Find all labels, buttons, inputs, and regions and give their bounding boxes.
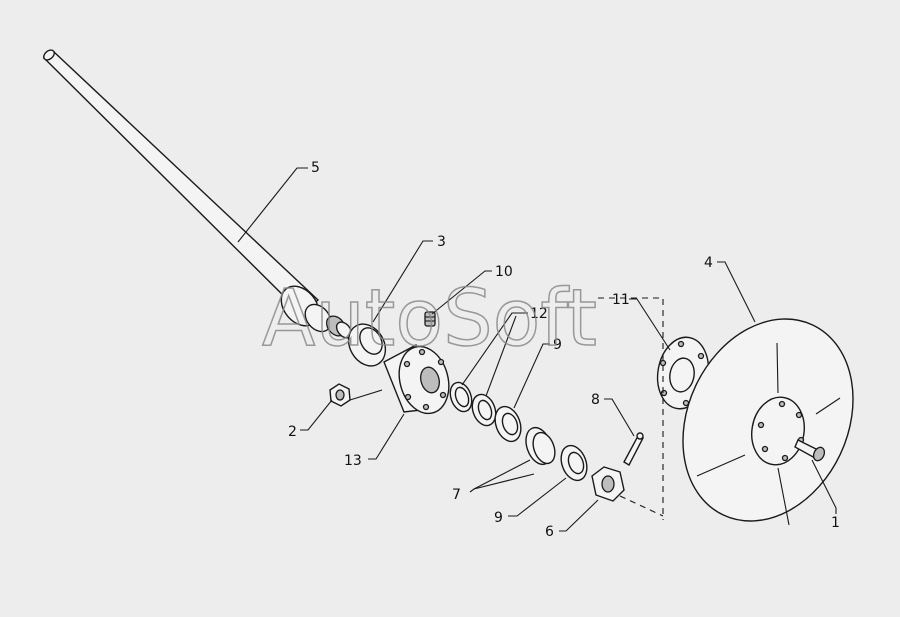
callout-8: 8 xyxy=(591,392,600,408)
leader-lines xyxy=(237,167,837,532)
callout-13: 13 xyxy=(344,453,362,469)
seal-ring xyxy=(347,323,387,367)
callout-3: 3 xyxy=(437,234,446,250)
disc-blade xyxy=(682,318,854,526)
callout-9-lower: 9 xyxy=(494,510,503,526)
bearing-race-ring xyxy=(449,381,497,427)
callout-2: 2 xyxy=(288,424,297,440)
wheel-hub xyxy=(383,343,450,415)
callout-4: 4 xyxy=(704,255,713,271)
assembly-centerline xyxy=(598,297,664,520)
centerline-lower xyxy=(619,495,664,517)
watermark-text: AutoSoft xyxy=(262,274,597,364)
cotter-pin xyxy=(623,432,644,466)
roller-bearing-inner xyxy=(494,405,522,443)
callout-10: 10 xyxy=(495,264,513,280)
callout-labels: 1 2 3 4 5 6 7 8 9 9 10 11 12 13 xyxy=(288,160,840,540)
callout-5: 5 xyxy=(311,160,320,176)
grease-fitting xyxy=(424,311,436,327)
hex-nut xyxy=(329,383,351,407)
callout-7: 7 xyxy=(452,487,461,503)
roller-bearing-outer xyxy=(560,444,588,482)
snap-rings xyxy=(525,426,556,466)
castle-nut xyxy=(591,466,625,502)
disc-bolt xyxy=(794,439,826,462)
callout-9-upper: 9 xyxy=(553,337,562,353)
callout-1: 1 xyxy=(831,515,840,531)
callout-6: 6 xyxy=(545,524,554,540)
callout-11: 11 xyxy=(612,292,630,308)
callout-12: 12 xyxy=(530,306,548,322)
axle-shaft xyxy=(42,49,353,339)
